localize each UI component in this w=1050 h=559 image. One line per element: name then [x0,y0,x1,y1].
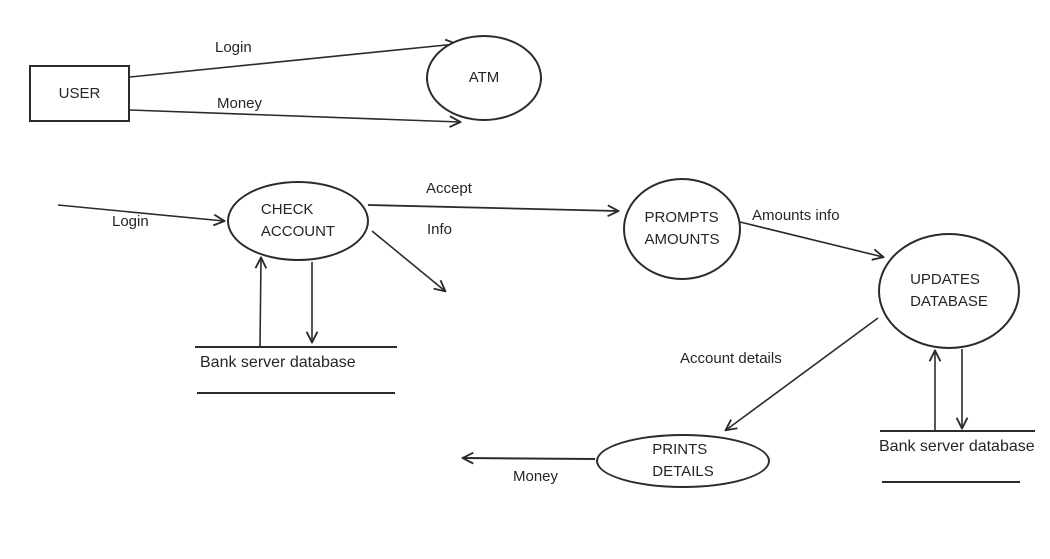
node-atm-label: ATM [468,69,500,86]
edge-left-store-up-line [260,258,261,348]
edge-money-bottom-label: Money [513,468,559,485]
edge-amounts-info-line [739,221,883,257]
edge-check-account-out-line [371,230,445,291]
node-prompts-amounts-label: PROMPTS AMOUNTS [644,209,720,248]
node-user-label: USER [58,84,101,102]
datastore-left-label: Bank server database [200,354,356,371]
node-prints-details-label: PRINTS DETAILS [652,441,714,480]
node-prompts-amounts: PROMPTS AMOUNTS [623,178,741,280]
edge-money-top-line [129,109,460,122]
edge-login-mid-label: Login [112,213,149,230]
node-updates-database: UPDATES DATABASE [878,233,1020,349]
node-prints-details: PRINTS DETAILS [596,434,770,488]
edge-login-top-line [129,44,456,78]
node-user: USER [29,65,130,122]
edge-accept-label: Accept [426,180,472,197]
edge-login-mid-line [57,204,224,221]
edge-account-details-label: Account details [680,350,782,367]
edge-amounts-info-label: Amounts info [752,207,840,224]
node-check-account: CHECK ACCOUNT [227,181,369,261]
edge-money-bottom-line [463,458,596,459]
node-atm: ATM [426,35,542,121]
edge-money-top-label: Money [217,95,263,112]
edge-accept-info-line [367,204,618,211]
edge-info-label: Info [427,221,453,238]
node-check-account-label: CHECK ACCOUNT [260,201,336,240]
datastore-right-label: Bank server database [879,438,1035,455]
edge-login-top-label: Login [215,39,252,56]
node-updates-database-label: UPDATES DATABASE [910,271,988,310]
edge-account-details-line [726,317,879,430]
